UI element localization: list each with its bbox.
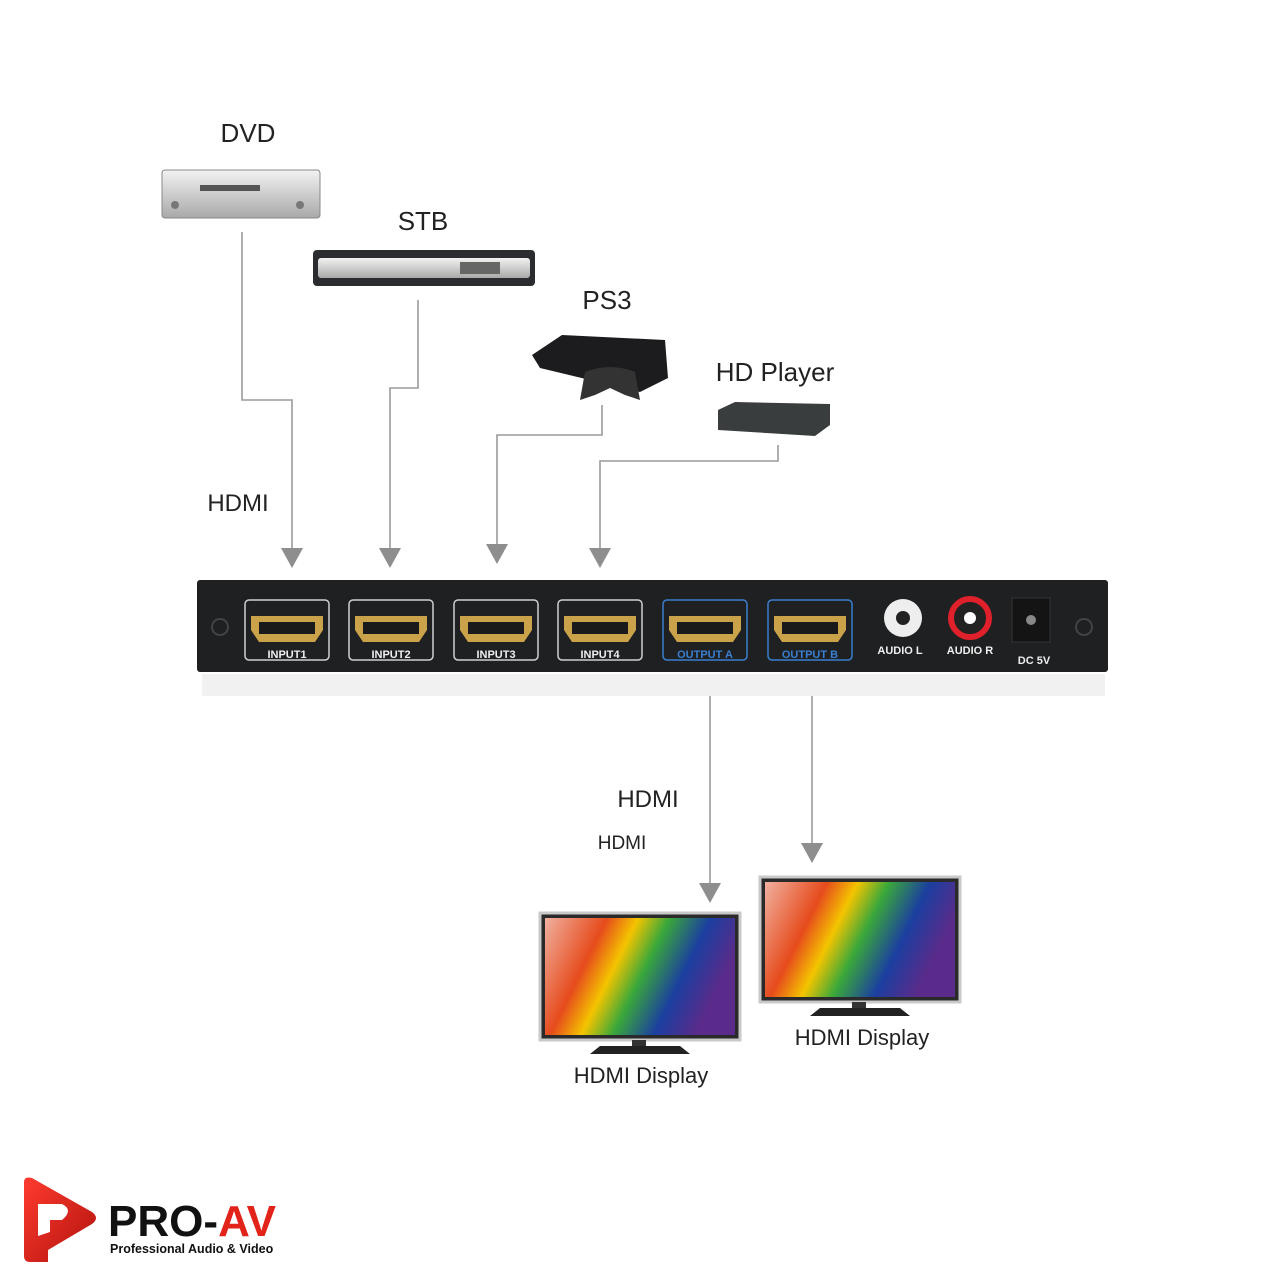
audio-l-label: AUDIO L <box>877 645 923 657</box>
arrow-down-icon <box>699 883 721 903</box>
hd-player-cable <box>599 445 779 552</box>
audio-r-label: AUDIO R <box>947 645 994 657</box>
hdmi-port-input3: INPUT3 <box>453 599 539 661</box>
display-2-label: HDMI Display <box>795 1025 929 1050</box>
arrow-icons <box>281 544 823 903</box>
dc-label: DC 5V <box>1018 655 1051 667</box>
arrow-down-icon <box>589 548 611 568</box>
hdmi-port-input4: INPUT4 <box>557 599 643 661</box>
hd-player-label: HD Player <box>716 357 835 387</box>
stb-cable <box>389 300 419 552</box>
dvd-label: DVD <box>221 118 276 148</box>
arrow-down-icon <box>486 544 508 564</box>
dvd-cable <box>241 232 293 552</box>
port-label: INPUT4 <box>580 649 620 661</box>
hdmi-switch-device: INPUT1 INPUT2 INPUT3 INPUT4 OUTPUT A OUTPUT B… <box>197 580 1108 696</box>
hdmi-port-input1: INPUT1 <box>244 599 330 661</box>
hd-player-image <box>718 402 830 436</box>
port-label: OUTPUT B <box>782 649 838 661</box>
hdmi-display-1: HDMI Display <box>538 911 742 1088</box>
ps3-label: PS3 <box>582 285 631 315</box>
arrow-down-icon <box>281 548 303 568</box>
hdmi-output-small-label: HDMI <box>598 833 647 854</box>
port-label: INPUT1 <box>267 649 306 661</box>
ps3-console-image <box>532 335 668 400</box>
port-frame <box>453 599 539 661</box>
port-frame <box>557 599 643 661</box>
hdmi-port-input2: INPUT2 <box>348 599 434 661</box>
port-frame <box>348 599 434 661</box>
input-cables <box>241 232 813 885</box>
hdmi-display-2: HDMI Display <box>758 875 962 1050</box>
arrow-down-icon <box>379 548 401 568</box>
stb-image <box>313 250 535 286</box>
port-frame <box>662 599 748 661</box>
arrow-down-icon <box>801 843 823 863</box>
hdmi-port-output-a: OUTPUT A <box>662 599 748 661</box>
svg-text:PRO-AV: PRO-AV <box>108 1197 277 1246</box>
port-label: INPUT3 <box>476 649 515 661</box>
display-1-label: HDMI Display <box>574 1063 708 1088</box>
port-frame <box>244 599 330 661</box>
hdmi-output-label: HDMI <box>617 786 678 813</box>
port-label: OUTPUT A <box>677 649 733 661</box>
stb-label: STB <box>398 206 449 236</box>
hdmi-port-output-b: OUTPUT B <box>767 599 853 661</box>
logo-tagline: Professional Audio & Video <box>110 1242 274 1256</box>
port-label: INPUT2 <box>371 649 410 661</box>
port-frame <box>767 599 853 661</box>
dvd-player-image <box>161 169 321 219</box>
pro-av-logo: PRO-AV Professional Audio & Video <box>24 1177 277 1262</box>
hdmi-input-label: HDMI <box>207 490 268 517</box>
ps3-cable <box>496 405 603 548</box>
